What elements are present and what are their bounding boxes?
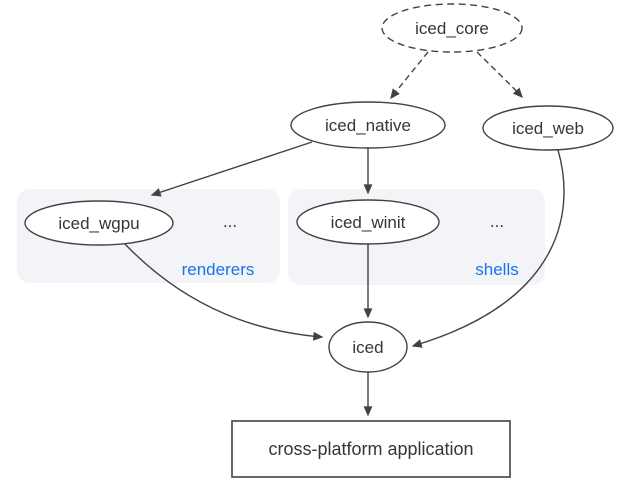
edge-iced-web-to-iced (411, 149, 565, 348)
application-node (231, 420, 511, 478)
edge-iced-native-to-iced-wgpu (150, 141, 313, 197)
iced-wgpu-label: iced_wgpu (58, 214, 139, 233)
iced-winit-node (296, 199, 440, 245)
iced-native-node (290, 101, 446, 149)
application-label: cross-platform application (268, 439, 473, 459)
shells-label: shells (475, 260, 518, 279)
renderers-ellipsis: ... (223, 212, 237, 231)
shells-ellipsis: ... (490, 212, 504, 231)
renderers-label: renderers (182, 260, 255, 279)
iced-wgpu-node (24, 200, 174, 246)
iced-core-node (381, 3, 523, 53)
iced-node (328, 321, 408, 373)
iced-web-node (482, 105, 614, 151)
iced-winit-label: iced_winit (331, 213, 406, 232)
edge-iced-core-to-iced-web (476, 51, 523, 99)
iced-web-label: iced_web (512, 119, 584, 138)
iced-label: iced (352, 338, 383, 357)
edge-iced-core-to-iced-native (390, 51, 429, 100)
iced-native-label: iced_native (325, 116, 411, 135)
iced-core-label: iced_core (415, 19, 489, 38)
edge-iced-wgpu-to-iced (123, 242, 324, 341)
